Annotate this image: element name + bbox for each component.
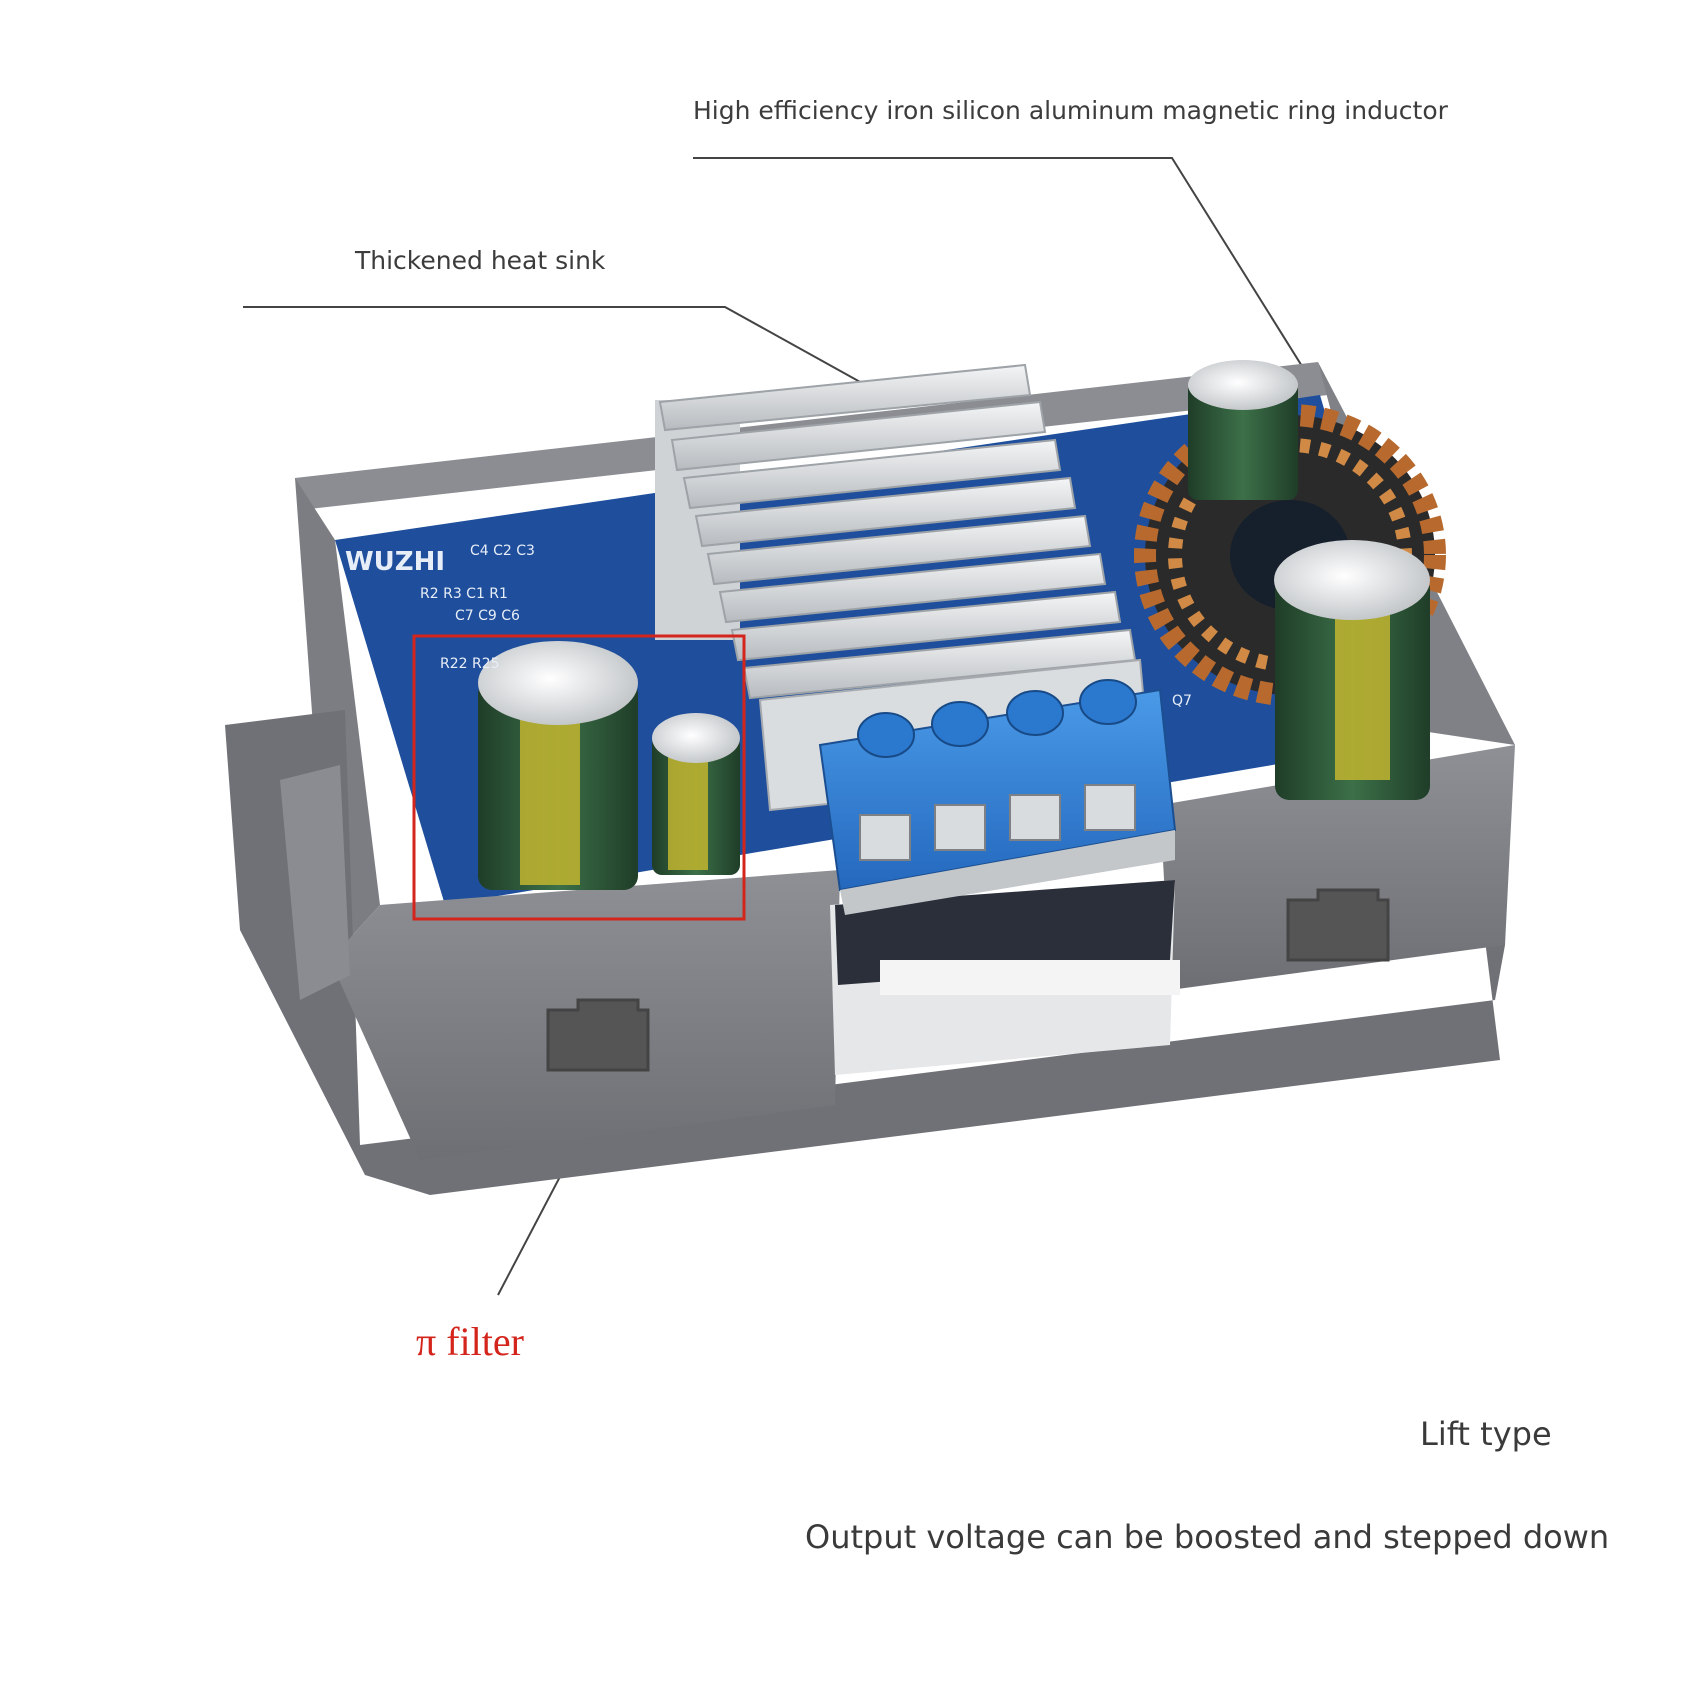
lift-type-caption: Lift type: [1420, 1415, 1552, 1453]
side-clip: [280, 765, 350, 1000]
terminal-block: [818, 679, 1177, 915]
heat-sink-caption: Thickened heat sink: [355, 246, 606, 275]
display-window: [830, 880, 1180, 1075]
wall-notch-left: [546, 998, 650, 1072]
svg-text:Q7: Q7: [1172, 693, 1192, 709]
svg-text:R2 R3 C1 R1: R2 R3 C1 R1: [420, 586, 508, 602]
inductor-caption: High efficiency iron silicon aluminum ma…: [693, 96, 1448, 125]
board-brand: WUZHI: [345, 547, 445, 577]
enclosure-flange: [225, 710, 1505, 1195]
output-voltage-caption: Output voltage can be boosted and steppe…: [805, 1518, 1610, 1556]
svg-text:C7 C9 C6: C7 C9 C6: [455, 608, 520, 624]
inductor-leader-line: [693, 157, 1321, 396]
pi-filter-caption: π filter: [416, 1319, 524, 1364]
enclosure-front-wall-right: [1160, 745, 1515, 990]
pi-filter-highlight-box: [412, 634, 746, 921]
pi-filter-capacitors: [478, 641, 740, 890]
svg-text:C4 C2 C3: C4 C2 C3: [470, 543, 535, 559]
board-silkscreen: WUZHI C4 C2 C3 R2 R3 C1 R1 C7 C9 C6 R22 …: [345, 543, 1192, 709]
svg-text:R22 R25: R22 R25: [440, 656, 500, 672]
heat-sink-leader-line: [243, 306, 863, 384]
capacitors-right: [1188, 360, 1430, 800]
wall-notch-right: [1286, 888, 1390, 962]
